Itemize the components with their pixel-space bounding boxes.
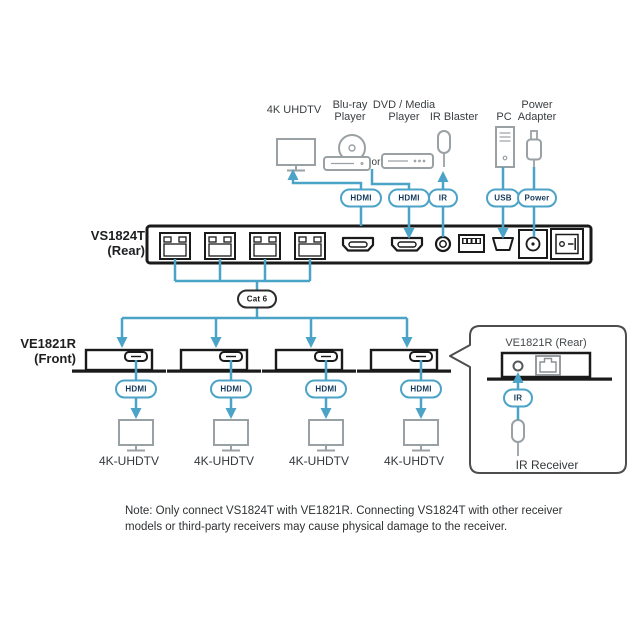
- label-ir-blaster: IR Blaster: [429, 111, 479, 123]
- label-vs1824t: VS1824T (Rear): [91, 228, 145, 258]
- label-dvd-media-player: DVD / Media Player: [373, 99, 435, 123]
- label-ve1821r-front: VE1821R (Front): [20, 336, 76, 366]
- arrow-down-to-tv-1: [130, 408, 142, 419]
- ir-port: [434, 235, 452, 253]
- hdmi-in-oval: HDMI: [388, 188, 430, 208]
- label-4k-uhdtv-3: 4K-UHDTV: [288, 454, 350, 468]
- usb-oval: USB: [486, 188, 520, 208]
- label-4k-uhdtv-top: 4K UHDTV: [266, 104, 322, 116]
- usb-port: [492, 237, 514, 251]
- callout-title: VE1821R (Rear): [505, 337, 587, 349]
- label-dvd-line1: DVD / Media: [372, 99, 436, 111]
- receiver-unit-3: [262, 348, 356, 373]
- power-switch: [550, 228, 584, 260]
- power-oval: Power: [517, 188, 557, 208]
- rx-hdmi-oval-3: HDMI: [305, 379, 347, 399]
- vs1824t-model: VS1824T: [90, 228, 145, 243]
- uhdtv-top-icon: [276, 138, 316, 172]
- uhdtv-icons-bottom: [118, 419, 439, 452]
- ve1821r-view: (Front): [34, 351, 76, 366]
- hdmi-out-oval: HDMI: [340, 188, 382, 208]
- arrow-down-to-receiver-2: [210, 337, 222, 348]
- cat6-oval: Cat 6: [237, 289, 277, 309]
- callout-device-rear: [487, 351, 612, 381]
- rx-hdmi-oval-4: HDMI: [400, 379, 442, 399]
- arrow-down-to-receiver-3: [305, 337, 317, 348]
- rs232-port: [458, 234, 485, 253]
- hdmi-out-port: [341, 236, 375, 252]
- ve1821r-model: VE1821R: [20, 336, 76, 351]
- bluray-player-icon: [323, 134, 371, 171]
- label-bluray-line1: Blu-ray: [332, 99, 368, 111]
- ir-oval: IR: [428, 188, 458, 208]
- arrow-down-to-tv-3: [320, 408, 332, 419]
- receiver-unit-1: [72, 348, 166, 373]
- arrow-up-to-callout-ir-port: [512, 372, 524, 383]
- ir-blaster-icon: [437, 130, 451, 167]
- label-bluray-line2: Player: [334, 111, 366, 123]
- tv-icon-4: [403, 419, 439, 452]
- label-4k-uhdtv-1: 4K-UHDTV: [98, 454, 160, 468]
- label-4k-uhdtv-4: 4K-UHDTV: [383, 454, 445, 468]
- callout-rj45-jack: [535, 355, 561, 376]
- arrow-up-to-ir-blaster: [437, 171, 449, 182]
- rx-hdmi-oval-1: HDMI: [115, 379, 157, 399]
- rj45-port-1: [159, 232, 191, 260]
- callout-ir-oval: IR: [503, 388, 533, 408]
- rj45-port-3: [249, 232, 281, 260]
- hdmi-in-port: [390, 236, 424, 252]
- label-power-adapter-line1: Power: [521, 99, 553, 111]
- label-bluray-player: Blu-ray Player: [333, 99, 368, 123]
- vs1824t-view: (Rear): [107, 243, 145, 258]
- label-ir-receiver: IR Receiver: [515, 458, 579, 472]
- arrow-down-to-tv-4: [415, 408, 427, 419]
- arrow-up-to-tv: [287, 169, 299, 180]
- tv-icon-2: [213, 419, 249, 452]
- tv-icon-1: [118, 419, 154, 452]
- ir-receiver-icon: [511, 419, 525, 456]
- note-line1: Note: Only connect VS1824T with VE1821R.…: [125, 505, 563, 517]
- note-text: Note: Only connect VS1824T with VE1821R.…: [125, 503, 562, 535]
- receiver-unit-4: [357, 348, 451, 373]
- arrow-down-to-receiver-1: [116, 337, 128, 348]
- arrow-down-to-hdmi-in: [403, 228, 415, 239]
- arrow-down-to-usb: [497, 228, 509, 239]
- label-or: or: [371, 157, 381, 168]
- power-adapter-icon: [526, 130, 542, 167]
- label-power-adapter-line2: Adapter: [517, 111, 557, 123]
- label-4k-uhdtv-2: 4K-UHDTV: [193, 454, 255, 468]
- label-pc: PC: [496, 111, 512, 123]
- cable-arrowheads: [116, 169, 524, 419]
- rj45-ports: [159, 232, 326, 260]
- tv-icon-3: [308, 419, 344, 452]
- callout-ir-port: [512, 360, 524, 372]
- label-power-adapter: Power Adapter: [518, 99, 557, 123]
- rj45-port-4: [294, 232, 326, 260]
- rx-hdmi-oval-2: HDMI: [210, 379, 252, 399]
- rj45-port-2: [204, 232, 236, 260]
- pc-icon: [495, 126, 515, 168]
- arrow-down-to-tv-2: [225, 408, 237, 419]
- note-line2: models or third-party receivers may caus…: [125, 521, 508, 533]
- dvd-media-player-icon: [381, 153, 434, 169]
- receiver-unit-2: [167, 348, 261, 373]
- receiver-units: [72, 348, 451, 373]
- arrow-down-to-receiver-4: [401, 337, 413, 348]
- label-dvd-line2: Player: [388, 111, 420, 123]
